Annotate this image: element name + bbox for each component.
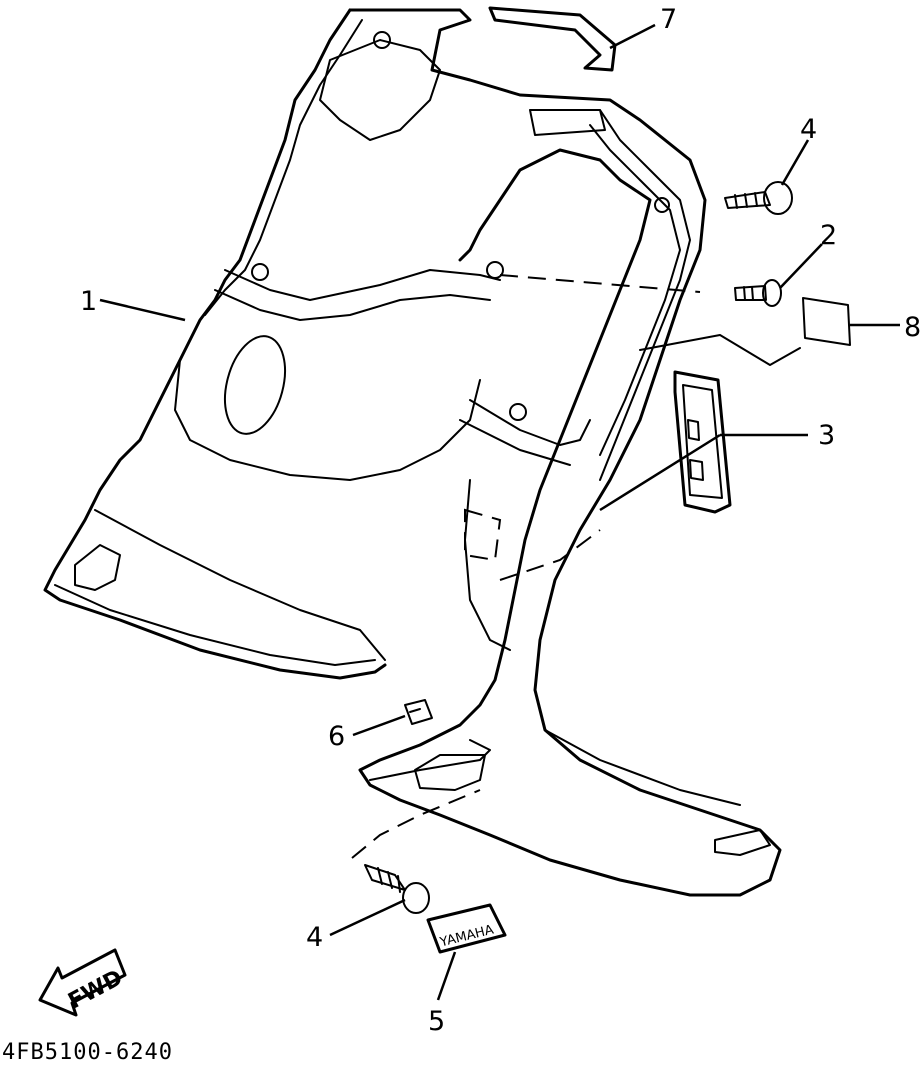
screw-part-4-lower: [351, 789, 481, 914]
leg-shield-part-1: [43, 8, 782, 897]
bracket-part-3: [639, 334, 801, 514]
callout-4-upper: 4: [800, 114, 817, 145]
callout-labels: 1 2 3 4 4 5 6 7 8: [80, 4, 921, 1037]
leader-lines: [99, 23, 900, 1001]
emblem-part-5: YAMAHA: [426, 903, 507, 954]
callout-3: 3: [818, 420, 835, 451]
callout-6: 6: [328, 721, 345, 752]
callout-2: 2: [820, 220, 837, 251]
part-code: 4FB5100-6240: [2, 1040, 173, 1065]
label-part-8: [802, 297, 851, 346]
callout-5: 5: [428, 1006, 445, 1037]
fwd-arrow-icon: FWD: [38, 948, 127, 1017]
bolt-part-2: [734, 279, 782, 307]
callout-4-lower: 4: [306, 922, 323, 953]
callout-1: 1: [80, 286, 97, 317]
screw-part-4-upper: [724, 181, 793, 215]
callout-7: 7: [660, 4, 677, 35]
clip-part-6: [404, 699, 433, 725]
callout-8: 8: [904, 312, 921, 343]
top-strip-part-7: [488, 6, 617, 72]
